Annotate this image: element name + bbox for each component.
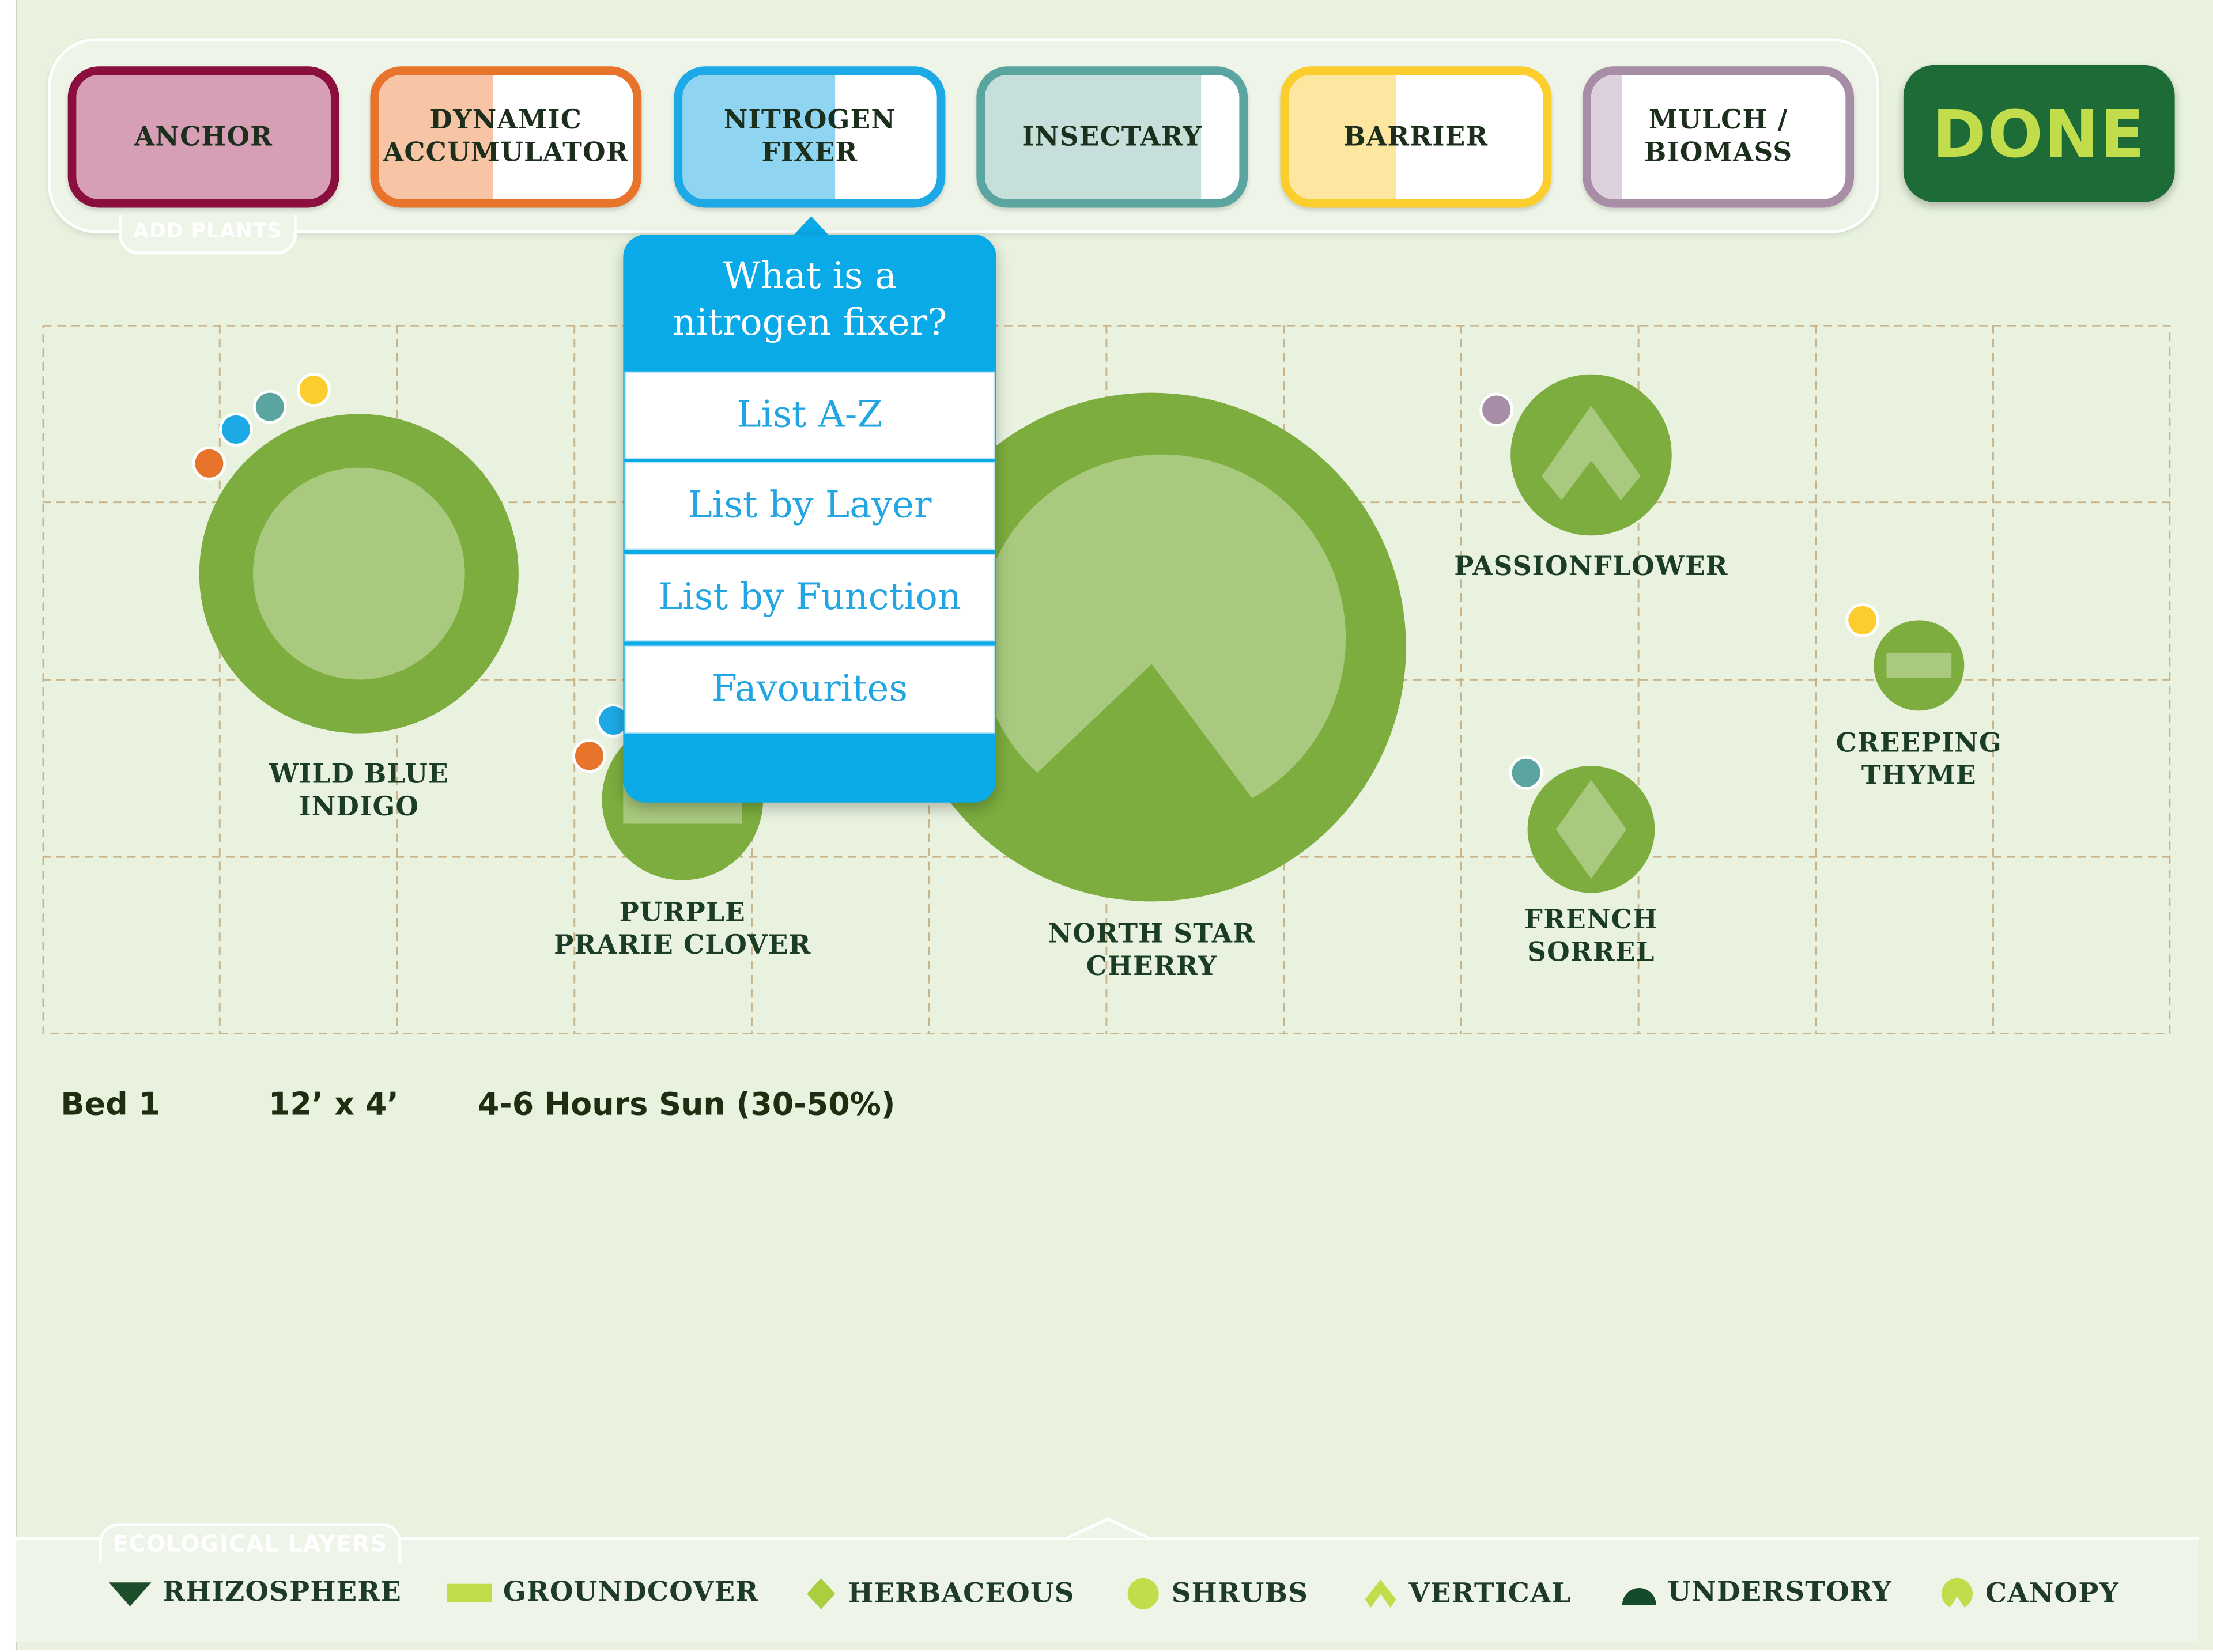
bed-sun: 4-6 Hours Sun (30-50%) xyxy=(477,1088,896,1124)
legend-item-understory: UNDERSTORY xyxy=(1622,1577,1892,1608)
menu-list-by-function[interactable]: List by Function xyxy=(624,554,995,642)
legend-item-groundcover: GROUNDCOVER xyxy=(446,1577,759,1608)
add-plants-tab: ADD PLANTS xyxy=(118,214,297,255)
bed-name: Bed 1 xyxy=(61,1088,161,1124)
insectary-dot xyxy=(1509,755,1543,790)
popover-arrow xyxy=(792,216,830,236)
diamond-icon xyxy=(807,1578,836,1609)
nitrogen-fixer-dot xyxy=(219,412,253,447)
bar-icon xyxy=(446,1583,492,1602)
down-triangle-icon xyxy=(108,1582,152,1606)
bed-size: 12’ x 4’ xyxy=(268,1088,399,1124)
plant-french-sorrel-herbaceous-icon[interactable] xyxy=(1526,765,1656,895)
plant-north-star-cherry-canopy-icon[interactable] xyxy=(896,391,1408,903)
plant-label-passionflower: PASSIONFLOWER xyxy=(1454,552,1728,583)
filter-fill xyxy=(76,74,331,199)
legend-item-shrubs: SHRUBS xyxy=(1126,1577,1308,1611)
insectary-dot xyxy=(252,390,287,424)
filter-fill xyxy=(985,74,1202,199)
plant-creeping-thyme-groundcover-icon[interactable] xyxy=(1872,619,1966,712)
legend-item-rhizosphere: RHIZOSPHERE xyxy=(108,1577,402,1608)
menu-list-a-z[interactable]: List A-Z xyxy=(624,371,995,459)
legend-item-herbaceous: HERBACEOUS xyxy=(806,1577,1075,1611)
barrier-dot xyxy=(1845,603,1880,637)
dynamic-accumulator-dot xyxy=(192,446,226,481)
filter-fill xyxy=(1591,74,1622,199)
done-button[interactable]: DONE xyxy=(1903,65,2175,202)
canopy-icon xyxy=(1942,1578,1973,1609)
barrier-dot xyxy=(296,373,331,407)
legend-item-vertical: VERTICAL xyxy=(1364,1577,1571,1611)
filter-fill xyxy=(682,74,836,199)
filter-fill xyxy=(379,74,493,199)
legend-notch xyxy=(1062,1517,1153,1540)
dynamic-accumulator-dot xyxy=(572,739,606,773)
chevron-up-icon xyxy=(1365,1579,1396,1608)
plant-wild-blue-indigo-shrub-icon[interactable] xyxy=(198,413,520,735)
filter-insectary-button[interactable]: INSECTARY xyxy=(976,66,1248,208)
dome-icon xyxy=(1622,1588,1656,1605)
filter-anchor-button[interactable]: ANCHOR xyxy=(67,66,339,208)
mulch-biomass-dot xyxy=(1479,392,1514,427)
filter-barrier-button[interactable]: BARRIER xyxy=(1280,66,1552,208)
plant-passionflower-vertical-icon[interactable] xyxy=(1509,373,1673,536)
filter-fill xyxy=(1289,74,1396,199)
circle-icon xyxy=(1127,1578,1159,1609)
menu-list-by-layer[interactable]: List by Layer xyxy=(624,462,995,550)
ecological-layers-tab: ECOLOGICAL LAYERS xyxy=(99,1523,402,1563)
mulch-biomass-label: MULCH /BIOMASS xyxy=(1644,105,1793,168)
plant-filter-toolbar xyxy=(48,38,1880,233)
menu-favourites[interactable]: Favourites xyxy=(624,645,995,734)
filter-mulch-biomass-button[interactable]: MULCH /BIOMASS xyxy=(1583,66,1855,208)
legend-item-canopy: CANOPY xyxy=(1940,1577,2120,1611)
